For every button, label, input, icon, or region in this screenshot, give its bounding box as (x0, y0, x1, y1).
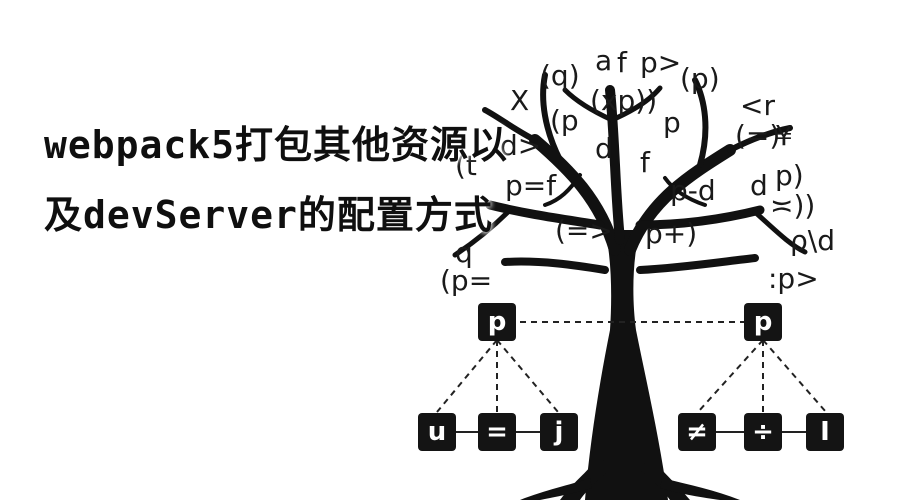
glyph: f (640, 146, 651, 179)
glyph: (p= (440, 264, 492, 297)
glyph: p (663, 106, 681, 139)
glyph: d (750, 169, 768, 202)
glyph: (=) (735, 119, 780, 152)
leaf-label: I (820, 417, 830, 447)
glyph: <r (740, 89, 775, 122)
glyph: d> (500, 129, 541, 162)
top-node-right: p (744, 303, 782, 341)
article-title: webpack5打包其他资源以及devServer的配置方式 (44, 123, 509, 237)
glyph: :p> (768, 262, 819, 295)
glyph: ρ\d (790, 224, 835, 257)
glyph: (t (455, 149, 477, 182)
glyph: p) (775, 159, 804, 192)
leaf-label: ≠ (686, 417, 708, 447)
glyph: (=> (555, 214, 613, 247)
glyph: d (595, 132, 613, 165)
glyph: (xp)) (590, 84, 657, 117)
leaf-node: ≠ (678, 413, 716, 451)
leaf-node: j (540, 413, 578, 451)
glyph: (p (550, 104, 579, 137)
tree-trunk (520, 230, 740, 500)
leaf-label: ÷ (752, 417, 774, 447)
leaf-node: = (478, 413, 516, 451)
leaf-node: I (806, 413, 844, 451)
glyph: f (617, 46, 628, 79)
tree-branches (452, 72, 808, 274)
glyph: q (455, 236, 473, 269)
glyph: (q) (540, 59, 580, 92)
glyph: a (595, 44, 612, 77)
leaf-label: j (554, 417, 564, 447)
leaf-label: = (486, 417, 508, 447)
glyph: ≍)) (770, 189, 815, 222)
top-node-left: p (478, 303, 516, 341)
glyph: p> (640, 46, 681, 79)
node-label: p (488, 307, 507, 337)
leaf-node: u (418, 413, 456, 451)
node-diagram: p p u = j ≠ ÷ I (418, 303, 844, 451)
leaf-node: ÷ (744, 413, 782, 451)
leaf-label: u (428, 417, 447, 447)
glyph: p=f (505, 169, 557, 202)
canopy-glyphs: (q) a f p> (p) X (xp)) <r (p p (=) ¥ d f… (440, 44, 835, 297)
glyph: p+) (645, 217, 697, 250)
glyph: X (510, 84, 529, 117)
glyph: ¥ (775, 119, 793, 152)
glyph: p-d (670, 174, 716, 207)
glyph: (p) (680, 62, 720, 95)
node-label: p (754, 307, 773, 337)
